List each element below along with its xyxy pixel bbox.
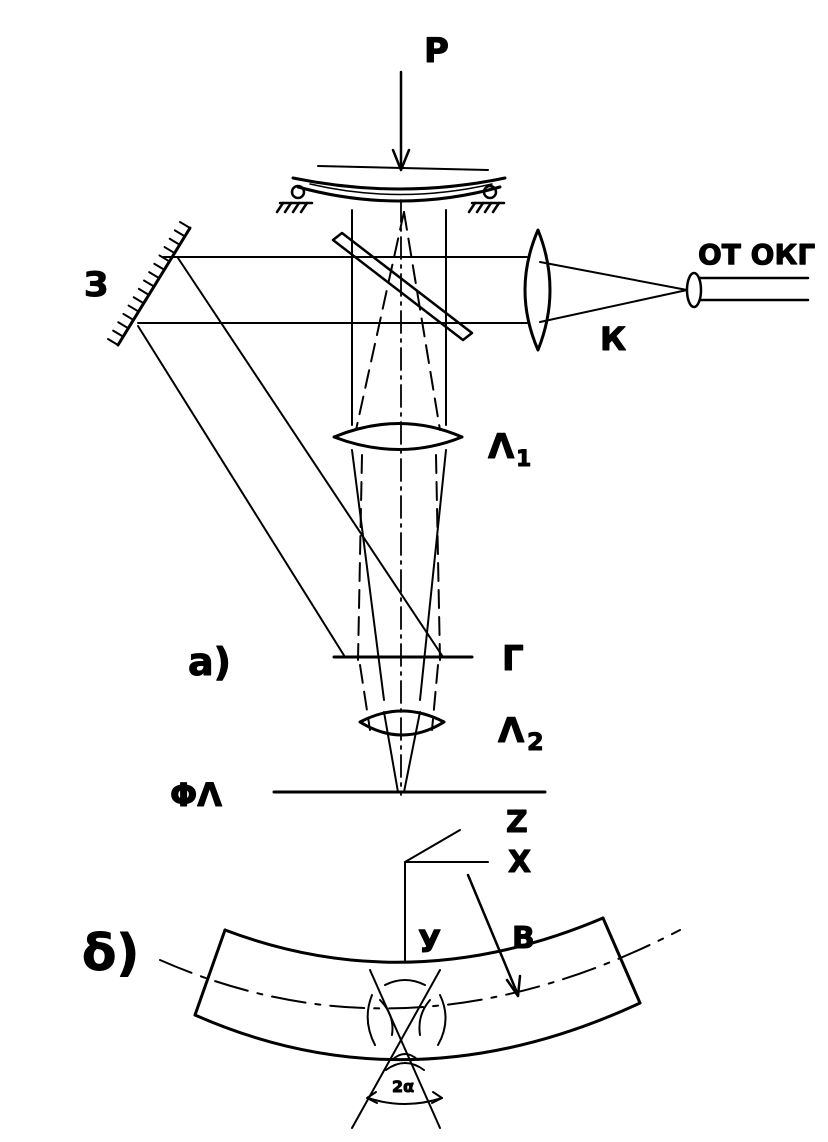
label-angle: 2α — [392, 1077, 414, 1096]
mirror-hatch-mark — [137, 287, 150, 296]
mirror-hatch-mark — [158, 254, 171, 263]
mirror-hatch-mark — [173, 229, 186, 238]
label-collimator: К — [600, 320, 626, 358]
mirror-hatch-mark — [179, 221, 191, 229]
mirror-hatching — [107, 221, 191, 346]
label-lens-1-sub: 1 — [516, 447, 531, 472]
neutral-axis — [159, 929, 681, 1010]
label-panel-b: δ) — [82, 924, 139, 982]
support-left — [275, 184, 314, 214]
mirror-hatch-mark — [153, 262, 166, 271]
mirror-hatch-mark — [163, 246, 176, 255]
label-lens-2-sub: 2 — [527, 728, 544, 756]
reference-beam — [137, 257, 444, 658]
laser-source — [685, 271, 810, 309]
coordinate-axes — [404, 829, 489, 961]
label-laser-source: ОТ ОКГ — [698, 238, 815, 271]
label-panel-a: а) — [188, 640, 231, 684]
mirror-hatch-mark — [168, 237, 181, 246]
collimator-lens — [523, 228, 552, 352]
angle-arc — [366, 1091, 443, 1105]
mirror-hatch-mark — [127, 304, 140, 313]
label-lens-2: Λ — [498, 711, 525, 751]
mirror-hatch-mark — [112, 329, 125, 338]
label-mirror: З — [84, 265, 108, 305]
label-grating: Г — [502, 639, 524, 679]
mirror-hatch-mark — [148, 271, 161, 280]
mirror-hatch-mark — [107, 338, 119, 346]
support-right — [467, 184, 506, 214]
label-photoplate: ΦΛ — [170, 776, 222, 814]
mirror-hatch-mark — [132, 296, 145, 305]
horizontal-beams — [137, 256, 528, 324]
label-axis-x: X — [508, 845, 531, 880]
mirror-hatch-mark — [117, 321, 130, 330]
mirror-hatch-mark — [143, 279, 155, 288]
load-arrow — [391, 70, 411, 172]
label-axis-y: У — [418, 925, 441, 960]
label-force: P — [424, 31, 449, 71]
diverging-dashed-rays — [355, 211, 441, 731]
label-axis-z: Z — [506, 805, 528, 840]
collimator-rays — [539, 261, 688, 323]
label-beam: В — [512, 921, 535, 956]
bent-specimen-top — [291, 165, 507, 203]
lens-2 — [358, 709, 446, 737]
bent-beam — [193, 916, 642, 1062]
label-lens-1: Λ — [488, 427, 515, 467]
mirror-hatch-mark — [122, 312, 135, 321]
lens-1 — [332, 422, 464, 451]
beam-arrow — [466, 873, 522, 998]
